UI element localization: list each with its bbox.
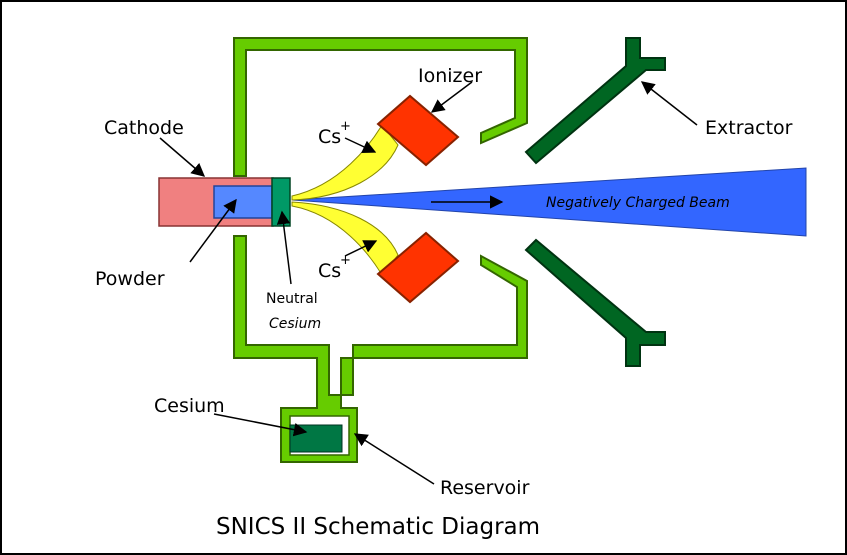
neutral-cesium-arrow [276,210,292,285]
cs-lower-charge: + [340,253,351,268]
cs-upper-charge: + [340,119,351,134]
cs-upper-arrow [344,137,377,153]
cs-lower-label: Cs [318,260,341,282]
housing-lower [233,235,528,463]
cathode-arrow [159,137,206,177]
beam-label: Negatively Charged Beam [546,195,730,211]
diagram-caption: SNICS II Schematic Diagram [216,514,540,540]
extractor-lower [524,238,666,367]
beam-shape [291,167,807,237]
ionizer-lower [376,231,460,304]
cesium-liquid [289,424,343,453]
housing-upper [233,37,528,177]
ionizer-label: Ionizer [418,65,482,87]
extractor-label: Extractor [705,117,793,139]
cs-lower-arrow [344,240,378,257]
reservoir-label: Reservoir [440,477,530,499]
cathode-label: Cathode [104,117,184,139]
powder-label: Powder [95,268,165,290]
extractor-upper [524,37,666,165]
neutral-cesium-label-line2: Cesium [269,316,321,332]
cs-upper-label: Cs [318,126,341,148]
cesium-label: Cesium [154,395,225,417]
extractor-arrow [640,81,698,126]
powder-sample [213,185,273,219]
neutral-cesium-layer [271,177,291,227]
ionizer-arrow [430,81,473,113]
reservoir-arrow [353,433,435,485]
ionizer-upper [376,94,460,167]
neutral-cesium-label-line1: Neutral [266,291,318,307]
cesium-arrow [213,413,308,437]
powder-arrow [189,198,237,263]
